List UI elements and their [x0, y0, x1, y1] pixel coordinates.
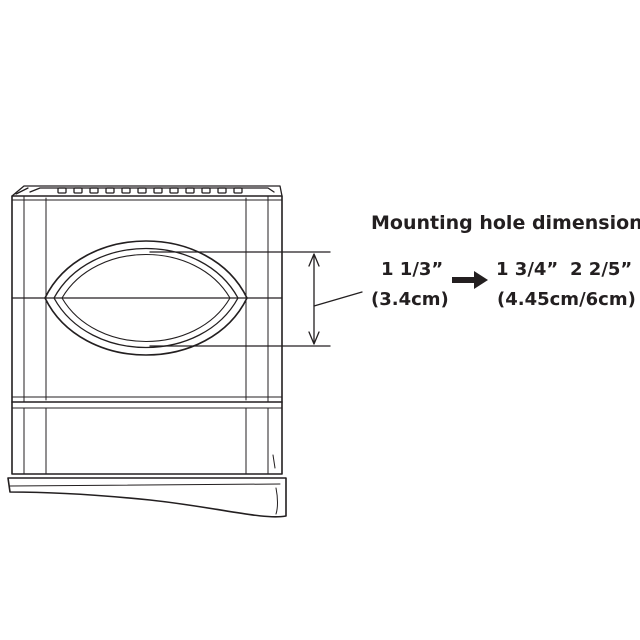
dimension-title: Mounting hole dimension [371, 212, 640, 234]
from-size-cm: (3.4cm) [371, 289, 449, 310]
top-ridges [11, 185, 283, 197]
clamp-body [11, 195, 283, 403]
dimension-lines [149, 251, 363, 347]
to-size-inch-2: 2 2/5” [570, 259, 633, 280]
from-size-inch: 1 1/3” [381, 259, 444, 280]
clamp-lower-section [11, 401, 283, 475]
to-size-cm: (4.45cm/6cm) [497, 289, 636, 310]
clamp-base-plate [7, 477, 287, 518]
size-arrow-icon [452, 271, 488, 289]
mounting-hole [44, 240, 248, 356]
to-size-inch-1: 1 3/4” [496, 259, 559, 280]
